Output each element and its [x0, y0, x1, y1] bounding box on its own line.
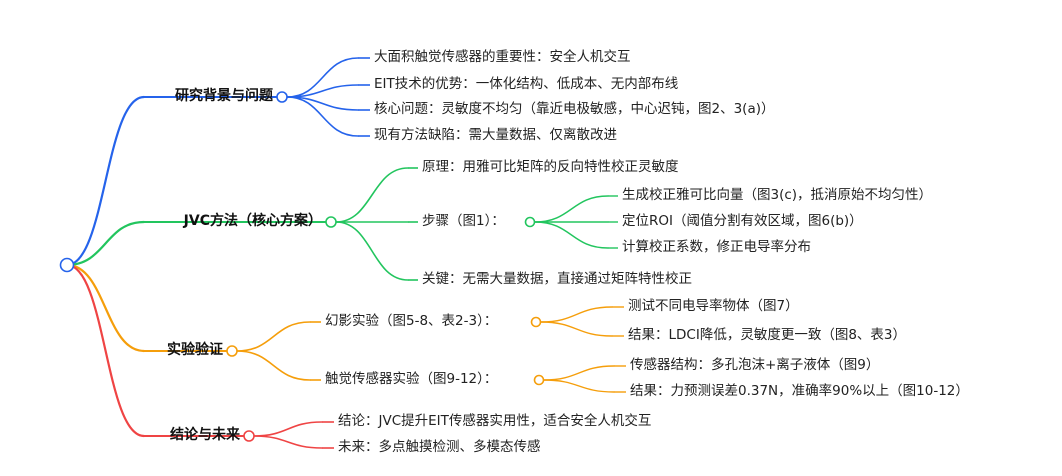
grandchild-label-1-1-0: 生成校正雅可比向量（图3(c)，抵消原始不均匀性） — [622, 186, 932, 203]
branch-connector-1 — [65, 220, 146, 267]
grandchild-connector-2-1-0 — [543, 365, 615, 381]
branch-label-3: 结论与未来 — [170, 426, 241, 443]
root-node[interactable] — [59, 257, 75, 273]
branch-node-1[interactable] — [325, 216, 337, 228]
grandchild-label-1-1-1: 定位ROI（阈值分割有效区域，图6(b)） — [622, 212, 863, 229]
child-connector-1-0 — [335, 167, 409, 223]
child-connector-1-2 — [335, 221, 409, 281]
child-label-0-1: EIT技术的优势：一体化结构、低成本、无内部布线 — [374, 76, 678, 92]
branch-connector-2 — [65, 263, 146, 353]
child-node-1-1[interactable] — [524, 216, 536, 228]
branch-label-0: 研究背景与问题 — [175, 87, 274, 104]
child-label-0-3: 现有方法缺陷：需大量数据、仅离散改进 — [374, 126, 617, 143]
child-label-3-1: 未来：多点触摸检测、多模态传感 — [338, 438, 541, 455]
branch-node-2[interactable] — [226, 345, 238, 357]
grandchild-label-2-1-0: 传感器结构：多孔泡沫+离子液体（图9） — [630, 356, 879, 373]
branch-node-3[interactable] — [243, 430, 255, 442]
child-connector-0-0 — [286, 57, 359, 98]
branch-connector-0 — [65, 95, 146, 267]
grandchild-label-1-1-2: 计算校正系数，修正电导率分布 — [622, 238, 811, 255]
child-label-1-2: 关键：无需大量数据，直接通过矩阵特性校正 — [422, 270, 692, 287]
child-label-1-0: 原理：用雅可比矩阵的反向特性校正灵敏度 — [422, 158, 679, 175]
grandchild-connector-1-1-2 — [534, 221, 609, 249]
branch-node-0[interactable] — [276, 91, 288, 103]
grandchild-connector-2-0-0 — [540, 306, 613, 323]
child-label-3-0: 结论：JVC提升EIT传感器实用性，适合安全人机交互 — [338, 412, 651, 429]
child-label-2-1: 触觉传感器实验（图9-12）： — [325, 370, 497, 387]
grandchild-connector-1-1-0 — [534, 195, 609, 223]
child-node-2-1[interactable] — [533, 374, 545, 386]
branch-label-2: 实验验证 — [167, 341, 223, 358]
child-label-0-0: 大面积触觉传感器的重要性：安全人机交互 — [374, 48, 631, 65]
child-label-2-0: 幻影实验（图5-8、表2-3）： — [325, 313, 497, 329]
grandchild-label-2-0-0: 测试不同电导率物体（图7） — [628, 297, 799, 314]
child-node-2-0[interactable] — [530, 316, 542, 328]
child-connector-2-1 — [236, 350, 311, 381]
child-connector-0-3 — [286, 96, 359, 137]
child-connector-2-0 — [236, 321, 311, 352]
child-label-0-2: 核心问题：灵敏度不均匀（靠近电极敏感，中心迟钝，图2、3(a)） — [374, 100, 774, 117]
grandchild-label-2-1-1: 结果：力预测误差0.37N，准确率90%以上（图10-12） — [630, 382, 969, 399]
grandchild-connector-2-1-1 — [543, 379, 615, 393]
branch-label-1: JVC方法（核心方案） — [183, 212, 322, 229]
branch-connector-3 — [65, 263, 146, 438]
grandchild-label-2-0-1: 结果：LDCI降低，灵敏度更一致（图8、表3） — [628, 327, 906, 343]
grandchild-connector-2-0-1 — [540, 321, 613, 337]
child-label-1-1: 步骤（图1）： — [422, 213, 505, 229]
child-connector-3-0 — [253, 421, 323, 437]
child-connector-3-1 — [253, 435, 323, 449]
